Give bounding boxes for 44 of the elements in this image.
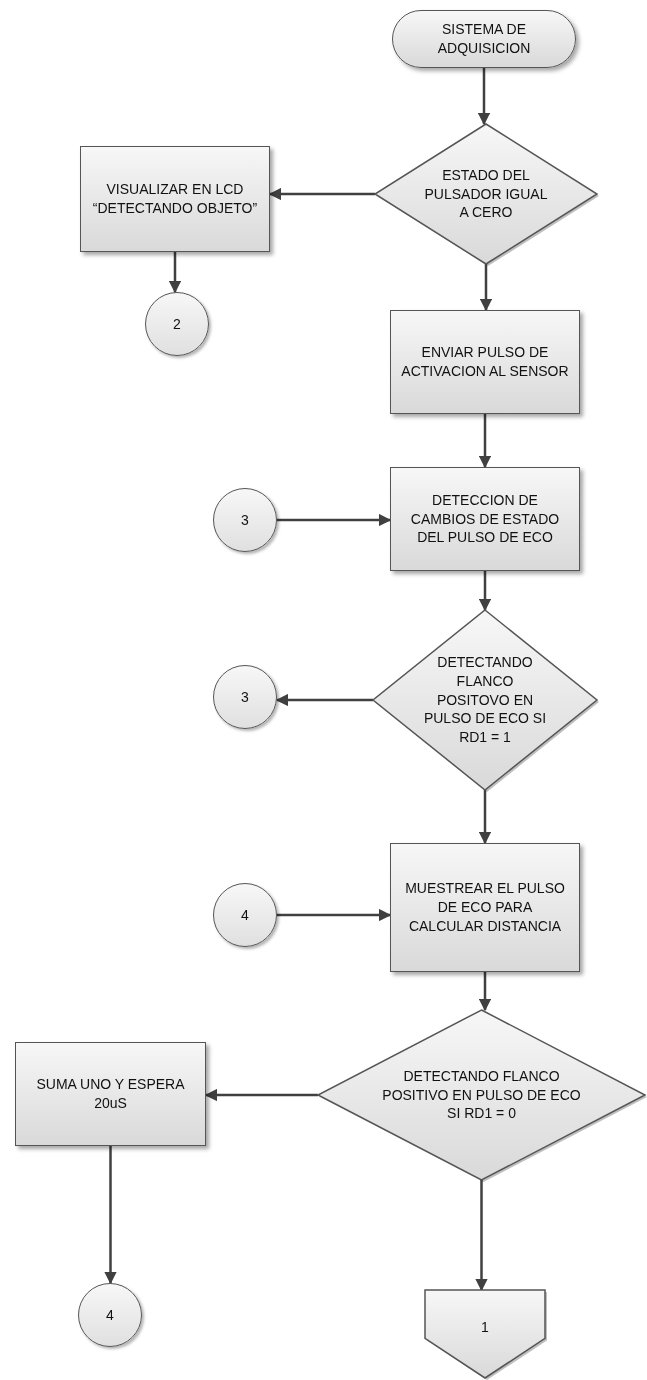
arrow <box>478 972 492 1012</box>
arrow <box>475 1180 488 1292</box>
arrow <box>277 513 392 527</box>
arrow <box>478 414 492 469</box>
node-label: MUESTREAR EL PULSO DE ECO PARA CALCULAR DISTANCIA <box>404 879 566 936</box>
connector-circle <box>145 292 209 356</box>
arrow <box>277 908 392 922</box>
arrow <box>477 68 491 126</box>
node-label: DETECCION DE CAMBIOS DE ESTADO DEL PULSO DE ECO <box>409 490 561 548</box>
node-label: 4 <box>240 905 250 925</box>
arrow <box>275 693 373 707</box>
node-label: ESTADO DEL PULSADOR IGUAL A CERO <box>423 165 549 223</box>
decision-diamond <box>375 124 597 264</box>
arrow <box>168 252 182 294</box>
process-box <box>15 1042 206 1146</box>
decision-diamond <box>318 1010 645 1180</box>
arrow <box>478 571 492 612</box>
process-box <box>390 467 580 571</box>
node-label: ENVIAR PULSO DE ACTIVACION AL SENSOR <box>400 343 570 381</box>
process-box <box>390 310 580 414</box>
node-label: 2 <box>172 314 182 334</box>
node-label: 4 <box>105 1305 115 1325</box>
process-box <box>390 843 580 972</box>
terminal-shape <box>392 10 576 68</box>
connector-circle <box>78 1283 142 1347</box>
node-label: DETECTANDO FLANCO POSITIVO EN PULSO DE ECO SI RD1 = 0 <box>381 1066 582 1124</box>
node-label: VISUALIZAR EN LCD “DETECTANDO OBJETO” <box>91 180 259 218</box>
node-label: 3 <box>240 510 250 530</box>
arrow <box>204 1088 318 1102</box>
node-label: DETECTANDO FLANCO POSITOVO EN PULSO DE ECO SI RD1 = 1 <box>422 652 548 748</box>
connector-circle <box>213 488 277 552</box>
node-label: 1 <box>480 1317 490 1337</box>
connector-circle <box>213 665 277 729</box>
off-page-connector <box>425 1290 545 1378</box>
connector-circle <box>213 883 277 947</box>
process-box <box>80 146 270 252</box>
node-label: SUMA UNO Y ESPERA 20uS <box>35 1075 186 1113</box>
arrow <box>104 1146 117 1285</box>
arrow <box>479 264 493 312</box>
node-label: 3 <box>240 687 250 707</box>
node-label: SISTEMA DE ADQUISICION <box>436 20 532 58</box>
arrow <box>478 790 492 845</box>
arrow <box>268 187 375 201</box>
decision-diamond <box>373 610 597 790</box>
